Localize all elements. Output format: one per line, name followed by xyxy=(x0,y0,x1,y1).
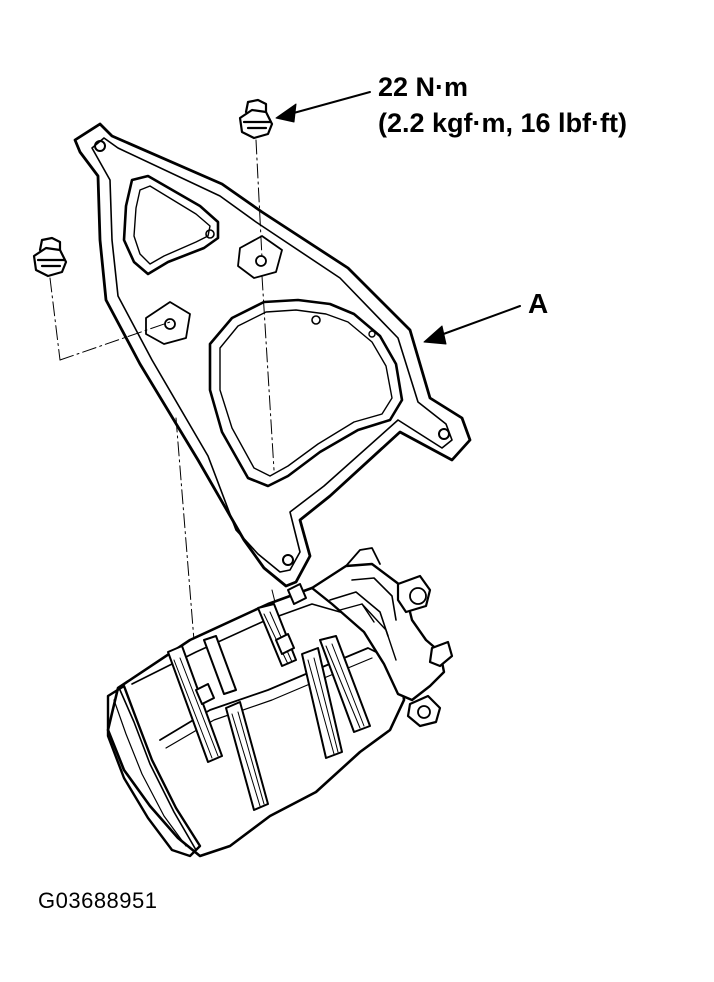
flange-nut-right xyxy=(238,98,274,140)
torque-value: 22 N·m xyxy=(378,72,469,102)
callout-a-leader xyxy=(423,305,521,345)
bracket-plate xyxy=(73,122,472,588)
figure-code: G03688951 xyxy=(38,888,158,913)
canister-assembly xyxy=(106,547,454,858)
torque-conversion: (2.2 kgf·m, 16 lbf·ft) xyxy=(378,108,628,138)
callout-label-a: A xyxy=(528,288,549,319)
flange-nut-left xyxy=(32,236,68,278)
torque-leader xyxy=(275,91,371,123)
